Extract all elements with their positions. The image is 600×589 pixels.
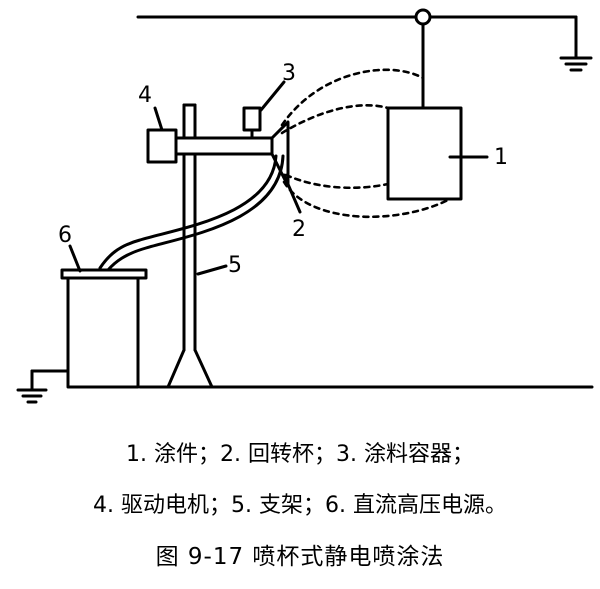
label-hv-dc-source: 6: [58, 223, 72, 248]
drive-motor: [146, 128, 178, 164]
label-rotary-cup: 2: [292, 217, 306, 242]
figure-caption: 图 9-17 喷杯式静电喷涂法: [155, 544, 445, 570]
label-workpiece: 1: [494, 145, 508, 170]
leader-2: [282, 173, 302, 214]
leader-4: [153, 106, 164, 132]
ground-symbol-top: [559, 56, 593, 72]
label-paint-container: 3: [282, 61, 296, 86]
legend-line-2: 4. 驱动电机；5. 支架；6. 直流高压电源。: [93, 493, 507, 518]
wire-node: [414, 8, 432, 26]
legend-line-1: 1. 涂件；2. 回转杯；3. 涂料容器；: [126, 442, 474, 467]
leader-6: [68, 244, 82, 273]
workpiece: [386, 106, 463, 201]
hv-dc-source: [60, 268, 148, 389]
field-lines: [280, 68, 452, 218]
leader-3: [259, 80, 286, 112]
leader-5: [196, 264, 228, 276]
ground-symbol-left: [16, 369, 70, 404]
label-support-frame: 5: [228, 253, 242, 278]
motor-arm: [174, 136, 274, 156]
feed-hose: [98, 154, 285, 272]
paint-container: [242, 106, 262, 140]
spray-diagram: 1 2 3 4 5 6: [16, 8, 594, 404]
hv-wire: [136, 15, 578, 60]
label-drive-motor: 4: [138, 83, 152, 108]
